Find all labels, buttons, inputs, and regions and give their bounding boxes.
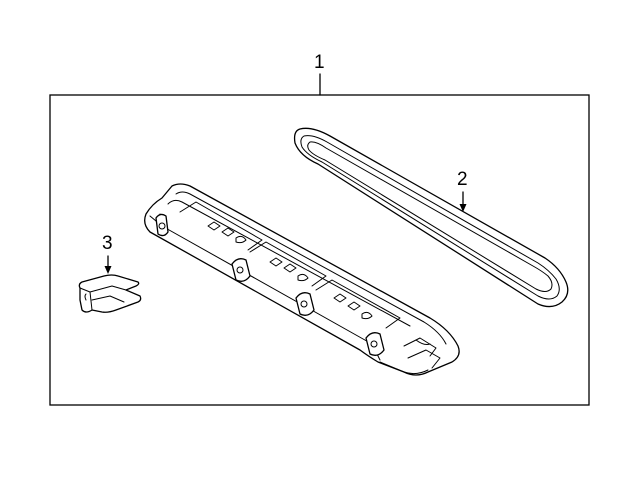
callout-1[interactable]: 1 bbox=[314, 52, 325, 96]
callout-3-label: 3 bbox=[102, 233, 113, 254]
part-1-lamp-housing[interactable] bbox=[144, 183, 460, 376]
part-3-clip[interactable] bbox=[78, 274, 142, 313]
callout-3-arrowhead bbox=[104, 266, 112, 274]
callout-1-label: 1 bbox=[314, 52, 325, 73]
callout-2-arrowhead bbox=[459, 204, 467, 212]
part-2-lens-cover[interactable] bbox=[293, 127, 569, 308]
callout-2-label: 2 bbox=[457, 169, 468, 190]
callout-3[interactable]: 3 bbox=[102, 233, 113, 274]
callout-2[interactable]: 2 bbox=[457, 169, 468, 212]
